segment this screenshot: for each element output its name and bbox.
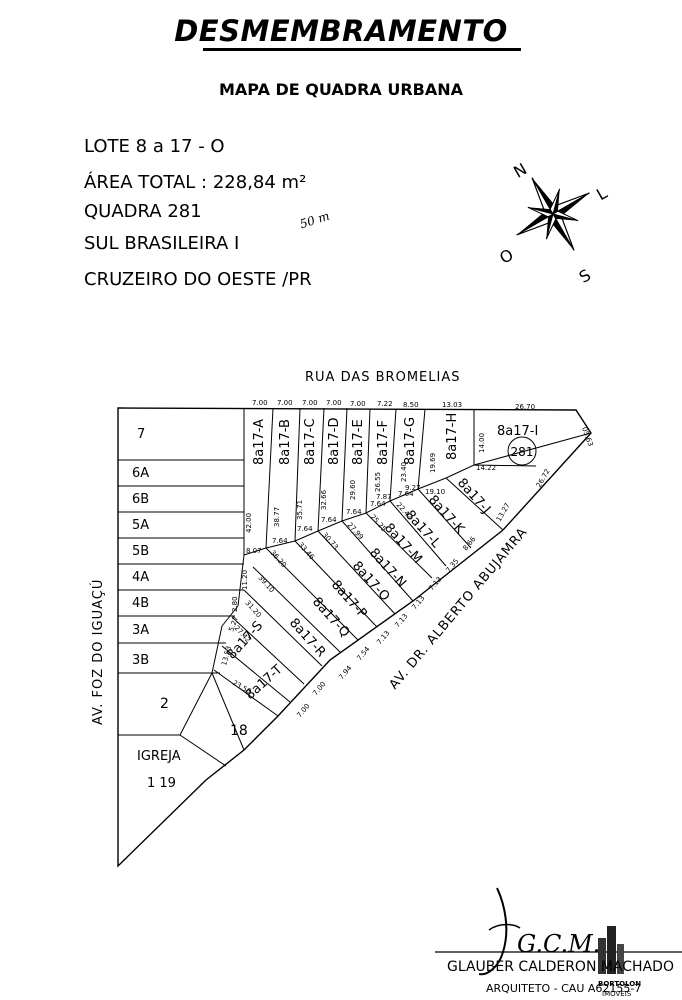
dim-side: 29.60 — [349, 480, 357, 500]
compass-star-icon — [516, 177, 590, 251]
dim-top: 7.00 — [326, 399, 342, 407]
lot-5b: 5B — [132, 544, 149, 559]
dim-inner: 7.64 — [321, 516, 337, 524]
dim-top: 13.03 — [442, 401, 462, 409]
lot-8a17-a: 8a17-A — [252, 419, 267, 465]
info-cidade: CRUZEIRO DO OESTE /PR — [84, 269, 312, 290]
dim-side: 32.66 — [320, 489, 328, 510]
dim-inner: 36.20 — [269, 549, 288, 569]
dim-inner: 2.80 — [231, 596, 239, 612]
dim-east: 7.13 — [393, 612, 409, 629]
dim-top: 26.70 — [515, 403, 535, 411]
dim-inner: 7.64 — [370, 500, 386, 508]
lot-8a17-e: 8a17-E — [351, 419, 366, 465]
dim-top: 8.50 — [403, 401, 419, 409]
dim-inner: 7.87 — [376, 493, 392, 501]
block-number: 281 — [511, 445, 534, 459]
title-underline — [203, 48, 521, 51]
signature-name: GLAUBER CALDERON MACHADO — [447, 959, 674, 975]
dim-east: 7.13 — [375, 629, 391, 646]
dim-side: 19.69 — [429, 453, 437, 473]
info-quadra: QUADRA 281 — [84, 201, 202, 222]
dim-inner: 27.99 — [346, 521, 365, 541]
dim-east: 8.66 — [461, 535, 477, 553]
dim-side: 26.55 — [374, 472, 382, 492]
dim-east: 7.94 — [337, 664, 353, 682]
dim-side: 14.00 — [478, 433, 486, 453]
dim-inner: 7.64 — [398, 490, 414, 498]
street-west-label: AV. FOZ DO IGUAÇÚ — [90, 579, 106, 725]
dim-inner: 11.20 — [241, 570, 249, 590]
dim-inner: 25.25 — [369, 513, 388, 533]
dim-inner: 8.07 — [246, 547, 262, 555]
lot-3a: 3A — [132, 623, 149, 638]
lot-3b: 3B — [132, 653, 149, 668]
dim-top: 7.00 — [277, 399, 293, 407]
lot-18: 18 — [230, 723, 248, 739]
dim-side: 38.77 — [273, 507, 281, 527]
lot-8a17-h: 8a17-H — [445, 413, 460, 460]
dim-east: 7.00 — [295, 702, 311, 719]
igreja-label: IGREJA — [137, 749, 181, 764]
dim-inner: 7.64 — [297, 525, 313, 533]
dim-inner: 30.73 — [321, 531, 340, 551]
lot-2: 2 — [160, 696, 169, 712]
dim-top: 7.00 — [302, 399, 318, 407]
dim-top: 7.00 — [252, 399, 268, 407]
igreja-lots: 1 19 — [147, 776, 176, 791]
dim-inner: 14.22 — [476, 464, 496, 472]
block-number-circle — [507, 436, 537, 466]
dim-east: 13.27 — [495, 502, 512, 523]
lot-8a17-b: 8a17-B — [278, 419, 293, 465]
logo-subtitle: IMÓVEIS — [602, 990, 632, 998]
street-north-label: RUA DAS BROMELIAS — [305, 370, 460, 385]
info-bairro: SUL BRASILEIRA I — [84, 233, 240, 254]
signature-role: ARQUITETO - CAU A62155-7 — [486, 982, 642, 995]
logo-name: BORTOLON — [598, 980, 642, 988]
block-outline — [117, 407, 592, 868]
dim-inner: 33.46 — [297, 541, 317, 562]
dim-inner: 23.56 — [231, 679, 253, 696]
dim-side: 23.40 — [400, 462, 408, 482]
dim-inner: 7.64 — [346, 508, 362, 516]
dim-inner: 39.10 — [257, 574, 276, 594]
dim-inner: 9.27 — [405, 484, 421, 492]
page-title: DESMEMBRAMENTO — [174, 14, 508, 48]
dim-east: 7.54 — [355, 645, 371, 663]
dim-east: 7.00 — [311, 680, 327, 697]
dim-side: 35.71 — [296, 500, 304, 520]
dim-inner: 7.64 — [272, 537, 288, 545]
dim-inner: 19.10 — [425, 488, 445, 496]
lot-4b: 4B — [132, 596, 149, 611]
signature-initials: G.C.M. — [517, 930, 600, 958]
info-area: ÁREA TOTAL : 228,84 m² — [84, 172, 307, 193]
lot-8a17-i: 8a17-I — [497, 424, 538, 439]
dim-side: 42.00 — [245, 513, 253, 533]
lot-4a: 4A — [132, 570, 149, 585]
dim-east: 7.13 — [410, 594, 426, 611]
lot-6a: 6A — [132, 466, 149, 481]
dim-inner: 31.20 — [244, 599, 263, 619]
lot-5a: 5A — [132, 518, 149, 533]
bortolon-logo-icon — [598, 926, 624, 974]
page-subtitle: MAPA DE QUADRA URBANA — [219, 80, 463, 99]
dim-top: 05.63 — [580, 426, 594, 448]
dim-top: 7.22 — [377, 400, 393, 408]
lot-8a17-d: 8a17-D — [327, 418, 342, 465]
lot-8a17-c: 8a17-C — [303, 418, 318, 465]
lot-6b: 6B — [132, 492, 149, 507]
lot-8a17-j: 8a17-J — [454, 476, 493, 517]
dim-top: 7.00 — [350, 400, 366, 408]
lot-8a17-r: 8a17-R — [286, 616, 328, 661]
lot-8a17-f: 8a17-F — [376, 420, 391, 465]
info-lote: LOTE 8 a 17 - O — [84, 136, 225, 157]
lot-7: 7 — [137, 427, 145, 442]
lot-8a17-g: 8a17-G — [403, 417, 418, 465]
dim-east: 7.13 — [427, 575, 443, 592]
